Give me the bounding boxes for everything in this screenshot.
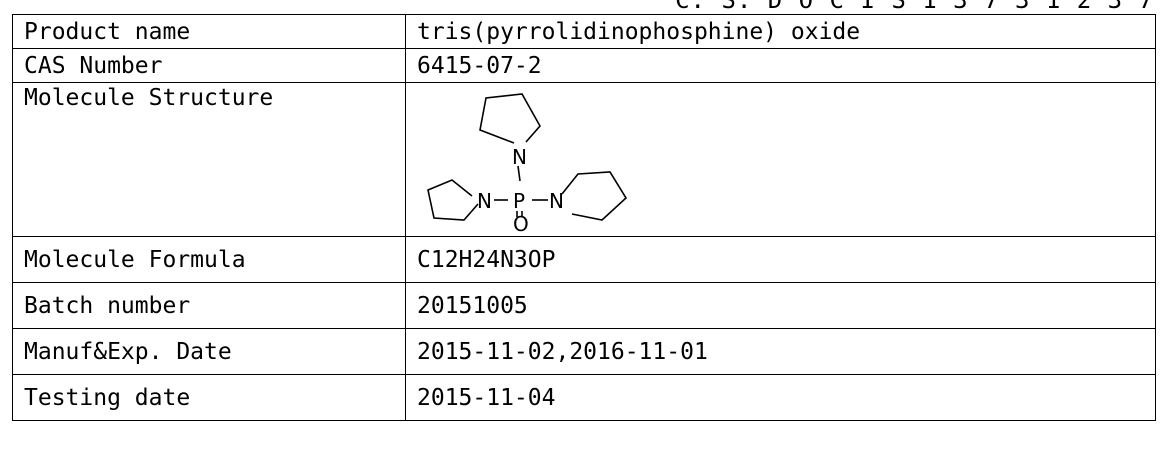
atom-n-top: N — [512, 145, 527, 169]
left-ring — [427, 179, 479, 221]
atom-n-left: N — [477, 189, 492, 213]
structure-bonds — [427, 93, 628, 221]
molecule-structure-svg: N N P N O — [427, 93, 628, 232]
table-row: Testing date 2015-11-04 — [12, 374, 1156, 421]
manuf-exp-date-label: Manuf&Exp. Date — [12, 328, 406, 375]
testing-date-value: 2015-11-04 — [405, 374, 1156, 421]
atom-n-right: N — [549, 189, 564, 213]
table-row: Molecule Structure — [12, 82, 1156, 237]
table-row: Molecule Formula C12H24N3OP — [12, 236, 1156, 283]
table-row: Manuf&Exp. Date 2015-11-02,2016-11-01 — [12, 328, 1156, 375]
bond-ntop-p — [517, 165, 521, 182]
right-ring — [561, 171, 628, 221]
testing-date-label: Testing date — [12, 374, 406, 421]
molecule-structure-label: Molecule Structure — [12, 82, 406, 237]
product-name-label: Product name — [12, 14, 406, 49]
manuf-exp-date-value: 2015-11-02,2016-11-01 — [405, 328, 1156, 375]
header-fragment: C. S. D O C I S 1 3 7 3 1 2 3 7 — [675, 0, 1154, 14]
product-name-value: tris(pyrrolidinophosphine) oxide — [405, 14, 1156, 49]
molecule-structure-drawing: N N P N O — [417, 84, 647, 235]
molecule-formula-label: Molecule Formula — [12, 236, 406, 283]
molecule-formula-value: C12H24N3OP — [405, 236, 1156, 283]
top-ring — [479, 93, 541, 144]
batch-number-value: 20151005 — [405, 282, 1156, 329]
atom-p: P — [513, 189, 525, 213]
table-row: Product name tris(pyrrolidinophosphine) … — [12, 14, 1156, 49]
batch-number-label: Batch number — [12, 282, 406, 329]
table-row: Batch number 20151005 — [12, 282, 1156, 329]
cas-number-label: CAS Number — [12, 48, 406, 83]
cas-number-value: 6415-07-2 — [405, 48, 1156, 83]
atom-o: O — [513, 212, 529, 232]
product-spec-table: Product name tris(pyrrolidinophosphine) … — [12, 14, 1156, 421]
table-row: CAS Number 6415-07-2 — [12, 48, 1156, 83]
molecule-structure-cell: N N P N O — [405, 82, 1156, 237]
